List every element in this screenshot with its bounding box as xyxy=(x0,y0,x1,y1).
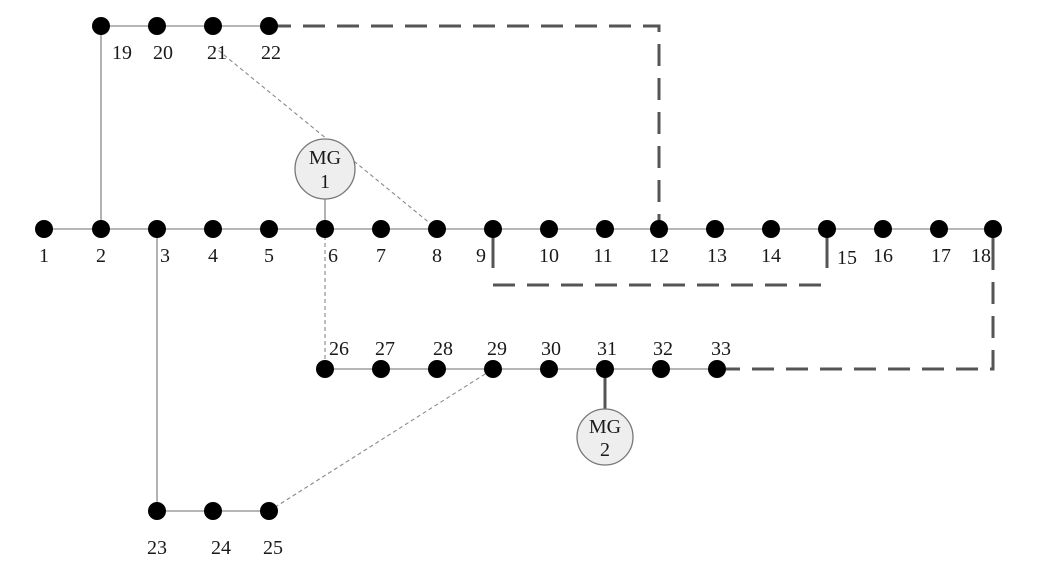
bus-node-5 xyxy=(260,220,278,238)
mg1-label-line2: 1 xyxy=(320,171,330,193)
bus-label-1: 1 xyxy=(39,245,49,267)
bus-label-11: 11 xyxy=(593,245,612,267)
tie-line-21-8 xyxy=(212,45,438,230)
microgrid-1: MG 1 xyxy=(294,138,356,200)
mg2-circle xyxy=(576,408,634,466)
bus-node-2 xyxy=(92,220,110,238)
bus-node-29 xyxy=(484,360,502,378)
microgrid-2: MG 2 xyxy=(576,408,634,466)
bus-node-26 xyxy=(316,360,334,378)
bus-label-9: 9 xyxy=(476,245,486,267)
bus-node-33 xyxy=(708,360,726,378)
bus-node-15 xyxy=(818,220,836,238)
bus-label-20: 20 xyxy=(153,42,173,64)
bus-node-16 xyxy=(874,220,892,238)
bus-label-14: 14 xyxy=(761,245,781,267)
bus-label-31: 31 xyxy=(597,338,617,360)
bus-node-17 xyxy=(930,220,948,238)
bus-label-15: 15 xyxy=(837,247,857,269)
bus-label-22: 22 xyxy=(261,42,281,64)
bus-node-7 xyxy=(372,220,390,238)
bus-label-23: 23 xyxy=(147,537,167,559)
bus-label-18: 18 xyxy=(971,245,991,267)
bus-node-8 xyxy=(428,220,446,238)
bus-node-3 xyxy=(148,220,166,238)
bus-node-28 xyxy=(428,360,446,378)
bus-label-16: 16 xyxy=(873,245,893,267)
bus-node-11 xyxy=(596,220,614,238)
bus-node-6 xyxy=(316,220,334,238)
bus-node-9 xyxy=(484,220,502,238)
bus-node-31 xyxy=(596,360,614,378)
bus-label-10: 10 xyxy=(539,245,559,267)
bus-label-17: 17 xyxy=(931,245,951,267)
bus-label-32: 32 xyxy=(653,338,673,360)
tie-line-22-12 xyxy=(269,24,661,229)
bus-node-20 xyxy=(148,17,166,35)
bus-label-21: 21 xyxy=(207,42,227,64)
mg2-label-line2: 2 xyxy=(600,439,610,461)
bus-node-12 xyxy=(650,220,668,238)
bus-node-30 xyxy=(540,360,558,378)
mg2-label-line1: MG xyxy=(589,416,621,438)
bus-label-4: 4 xyxy=(208,245,218,267)
tie-line-25-29 xyxy=(268,368,494,512)
bus-label-25: 25 xyxy=(263,537,283,559)
mg1-circle xyxy=(294,138,356,200)
bus-label-26: 26 xyxy=(329,338,349,360)
bus-label-33: 33 xyxy=(711,338,731,360)
bus-label-28: 28 xyxy=(433,338,453,360)
bus-label-2: 2 xyxy=(96,245,106,267)
bus-node-22 xyxy=(260,17,278,35)
bus-label-29: 29 xyxy=(487,338,507,360)
bus-label-13: 13 xyxy=(707,245,727,267)
bus-node-18 xyxy=(984,220,1002,238)
bus-node-32 xyxy=(652,360,670,378)
bus-label-8: 8 xyxy=(432,245,442,267)
bus-label-5: 5 xyxy=(264,245,274,267)
bus-label-30: 30 xyxy=(541,338,561,360)
bus-label-19: 19 xyxy=(112,42,132,64)
bus-node-14 xyxy=(762,220,780,238)
bus-label-3: 3 xyxy=(160,245,170,267)
bus-node-24 xyxy=(204,502,222,520)
bus-node-13 xyxy=(706,220,724,238)
bus-node-19 xyxy=(92,17,110,35)
bus-node-27 xyxy=(372,360,390,378)
mg1-label-line1: MG xyxy=(309,147,341,169)
bus-label-7: 7 xyxy=(376,245,386,267)
bus-label-12: 12 xyxy=(649,245,669,267)
bus-node-1 xyxy=(35,220,53,238)
bus-node-25 xyxy=(260,502,278,520)
bus-node-4 xyxy=(204,220,222,238)
tie-line-18-33 xyxy=(717,248,995,371)
bus-nodes xyxy=(35,17,1002,520)
bus-node-21 xyxy=(204,17,222,35)
bus-label-6: 6 xyxy=(328,245,338,267)
bus-label-27: 27 xyxy=(375,338,395,360)
bus-label-24: 24 xyxy=(211,537,231,559)
bus-node-10 xyxy=(540,220,558,238)
bus-node-23 xyxy=(148,502,166,520)
